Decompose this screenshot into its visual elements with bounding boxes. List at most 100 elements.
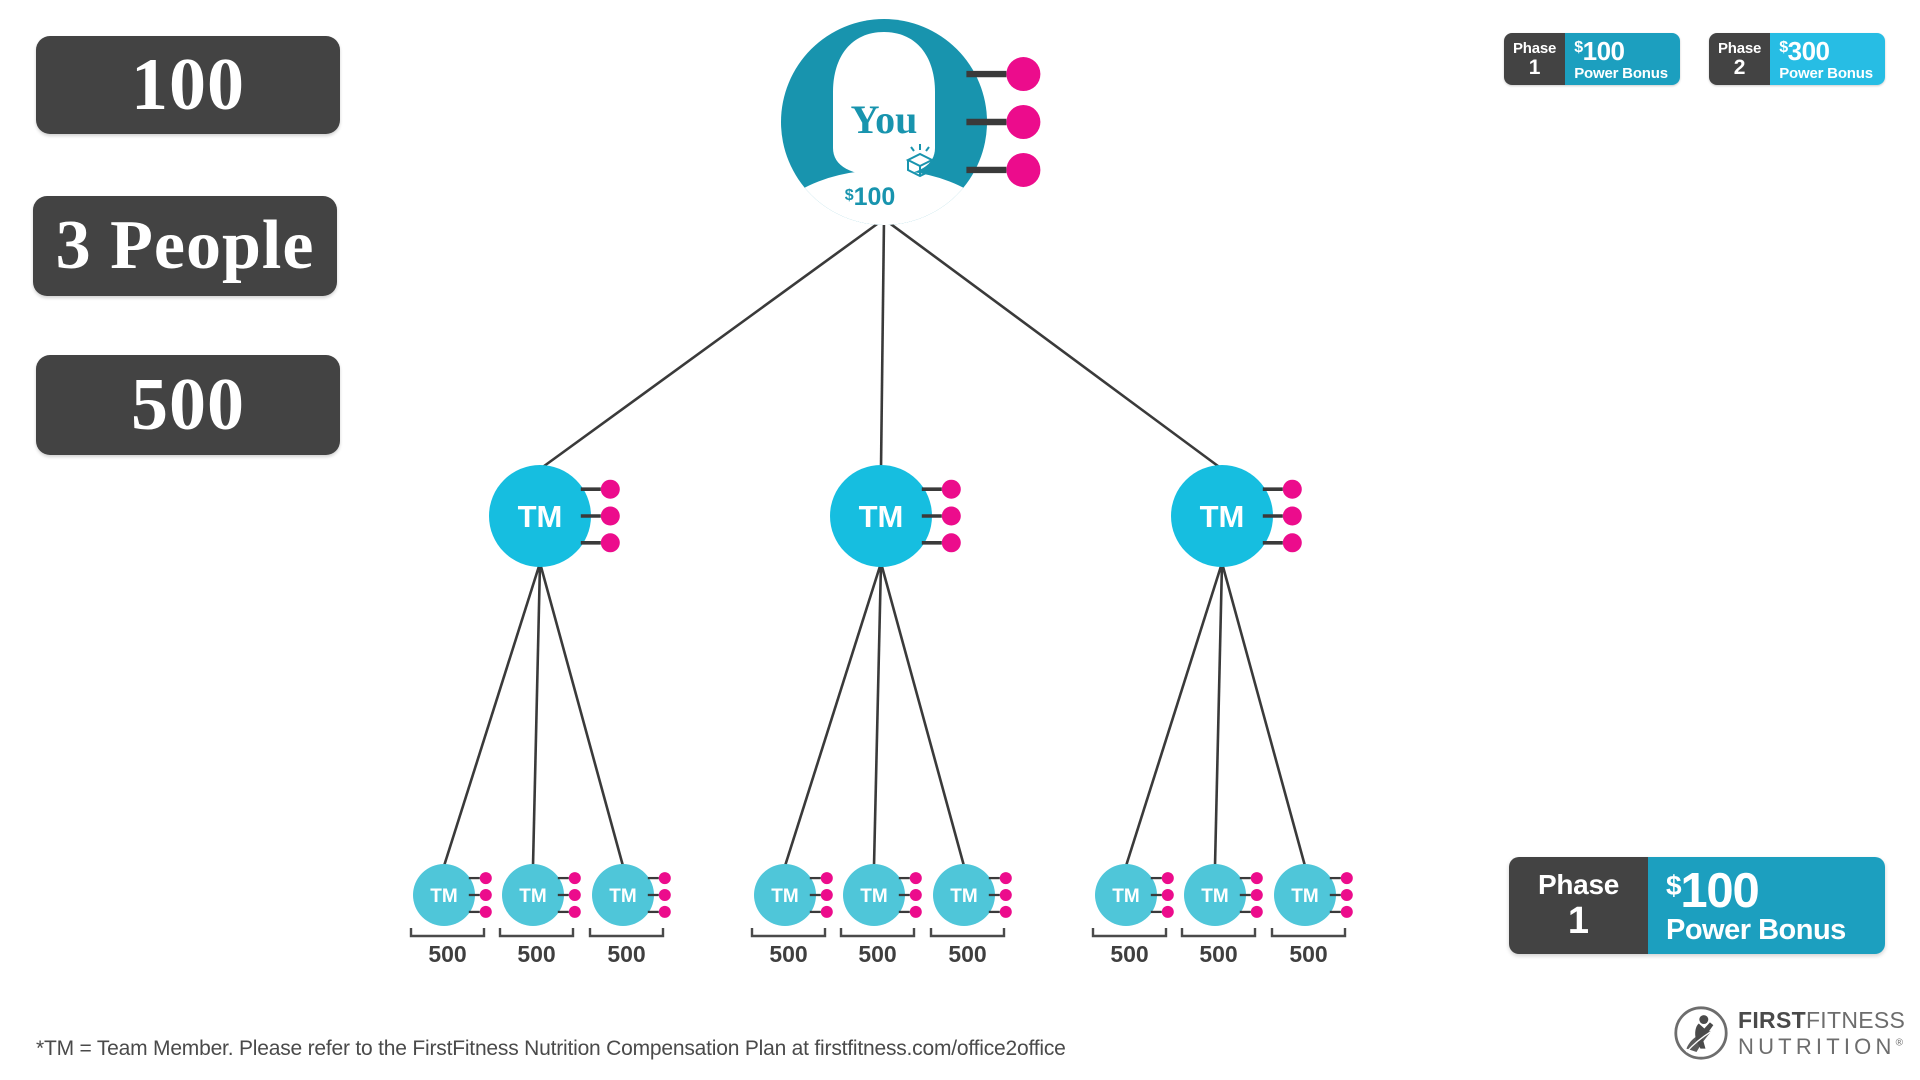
- logo-registered-mark: ®: [1895, 1037, 1903, 1049]
- prospect-dot[interactable]: [999, 872, 1012, 885]
- prospect-dot[interactable]: [1282, 479, 1302, 499]
- phase-banner-word: Phase: [1538, 869, 1619, 900]
- node-tm-level2-circle[interactable]: [489, 465, 591, 567]
- prospect-dot[interactable]: [600, 533, 620, 553]
- node-tm-level3-circle[interactable]: [502, 864, 564, 926]
- node-tm-level3-circle[interactable]: [843, 864, 905, 926]
- phase-badge-2-currency: $: [1779, 38, 1788, 56]
- prospect-dot[interactable]: [658, 905, 671, 918]
- stat-chip-volume-bottom: 500: [36, 355, 340, 455]
- node-you-label: You: [851, 97, 918, 142]
- node-tm-level3[interactable]: TM: [413, 864, 492, 926]
- prospect-dot[interactable]: [1006, 152, 1041, 187]
- node-tm-level2-label: TM: [1200, 499, 1245, 534]
- prospect-dot[interactable]: [1340, 889, 1353, 901]
- prospect-dot[interactable]: [568, 872, 581, 885]
- node-tm-level3-circle[interactable]: [413, 864, 475, 926]
- volume-bracket-line: [839, 928, 916, 938]
- node-you-root[interactable]: You $100: [766, 19, 1041, 306]
- prospect-dot-group: [1239, 872, 1263, 918]
- node-tm-level2-circle[interactable]: [1171, 465, 1273, 567]
- prospect-dot[interactable]: [1161, 905, 1174, 918]
- node-tm-level3-label: TM: [1291, 886, 1318, 907]
- prospect-dot[interactable]: [600, 506, 620, 526]
- prospect-dot[interactable]: [479, 889, 492, 901]
- prospect-dot[interactable]: [568, 905, 581, 918]
- prospect-dot-group: [1262, 479, 1302, 553]
- volume-bracket: 500: [1180, 928, 1257, 967]
- phase-banner-currency: $: [1666, 869, 1682, 901]
- phase-banner-number: 1: [1567, 900, 1590, 942]
- prospect-dot[interactable]: [820, 905, 833, 918]
- prospect-dot[interactable]: [568, 889, 581, 901]
- stat-chip-volume-top-label: 100: [131, 43, 245, 126]
- node-tm-level3[interactable]: TM: [933, 864, 1012, 926]
- phase-badge-1-amount-value: 100: [1582, 35, 1625, 66]
- prospect-dot[interactable]: [1250, 872, 1263, 885]
- node-tm-level3-circle[interactable]: [1184, 864, 1246, 926]
- node-tm-level3-circle[interactable]: [1095, 864, 1157, 926]
- prospect-dot[interactable]: [1282, 533, 1302, 553]
- phase-badge-1-currency: $: [1574, 38, 1583, 56]
- prospect-dot[interactable]: [1006, 57, 1041, 92]
- prospect-dot[interactable]: [658, 872, 671, 885]
- node-tm-level3[interactable]: TM: [754, 864, 833, 926]
- node-tm-level3[interactable]: TM: [1274, 864, 1353, 926]
- volume-bracket: 500: [929, 928, 1006, 967]
- prospect-dot[interactable]: [658, 889, 671, 901]
- prospect-dot[interactable]: [1282, 506, 1302, 526]
- prospect-dot[interactable]: [820, 872, 833, 885]
- node-tm-level2-circle[interactable]: [830, 465, 932, 567]
- prospect-dot-group: [921, 479, 961, 553]
- node-you-amount-label: $100: [845, 183, 896, 211]
- node-tm-level3[interactable]: TM: [843, 864, 922, 926]
- prospect-dot[interactable]: [999, 905, 1012, 918]
- prospect-dot[interactable]: [999, 889, 1012, 901]
- phase-badge-1-number: 1: [1528, 55, 1541, 79]
- node-tm-level3-circle[interactable]: [592, 864, 654, 926]
- prospect-dot[interactable]: [1250, 889, 1263, 901]
- footer-disclaimer: *TM = Team Member. Please refer to the F…: [36, 1037, 1066, 1060]
- node-tm-level3-circle[interactable]: [754, 864, 816, 926]
- node-tm-level3-circle[interactable]: [1274, 864, 1336, 926]
- prospect-dot[interactable]: [909, 872, 922, 885]
- prospect-dot[interactable]: [941, 533, 961, 553]
- prospect-dot[interactable]: [820, 889, 833, 901]
- node-tm-level3[interactable]: TM: [1095, 864, 1174, 926]
- node-tm-level3-label: TM: [771, 886, 798, 907]
- node-tm-level3[interactable]: TM: [1184, 864, 1263, 926]
- prospect-dot[interactable]: [909, 905, 922, 918]
- tree-edges: [442, 217, 1307, 867]
- prospect-dot[interactable]: [1006, 105, 1041, 139]
- node-tm-level2[interactable]: TM: [830, 465, 961, 567]
- node-tm-level3-circle[interactable]: [933, 864, 995, 926]
- node-tm-level2[interactable]: TM: [1171, 465, 1302, 567]
- prospect-dot-group: [647, 872, 671, 918]
- prospect-dot[interactable]: [479, 905, 492, 918]
- node-tm-level3[interactable]: TM: [502, 864, 581, 926]
- prospect-dot[interactable]: [479, 872, 492, 885]
- prospect-dot[interactable]: [1250, 905, 1263, 918]
- prospect-dot[interactable]: [1340, 905, 1353, 918]
- avatar-silhouette-icon: [781, 32, 987, 225]
- firstfitness-nutrition-logo: FIRSTFITNESS NUTRITION®: [1673, 1003, 1905, 1063]
- volume-bracket-value: 500: [858, 941, 896, 967]
- node-tm-level2[interactable]: TM: [489, 465, 620, 567]
- prospect-dot[interactable]: [1161, 889, 1174, 901]
- node-tm-level3[interactable]: TM: [592, 864, 671, 926]
- volume-bracket-value: 500: [517, 941, 555, 967]
- prospect-dot[interactable]: [600, 479, 620, 499]
- prospect-dot-group: [557, 872, 581, 918]
- prospect-dot[interactable]: [1340, 872, 1353, 885]
- volume-bracket: 500: [588, 928, 665, 967]
- phase-badge-1-subtitle: Power Bonus: [1574, 64, 1668, 82]
- logo-name-thin: FITNESS: [1805, 1006, 1906, 1033]
- product-box-icon: [905, 144, 935, 178]
- phase-badge-1: Phase 1 $100 Power Bonus: [1504, 33, 1680, 85]
- prospect-dot[interactable]: [909, 889, 922, 901]
- prospect-dot[interactable]: [941, 479, 961, 499]
- stat-chip-people-count: 3 People: [33, 196, 337, 296]
- node-tm-level3-label: TM: [430, 886, 457, 907]
- prospect-dot[interactable]: [941, 506, 961, 526]
- prospect-dot[interactable]: [1161, 872, 1174, 885]
